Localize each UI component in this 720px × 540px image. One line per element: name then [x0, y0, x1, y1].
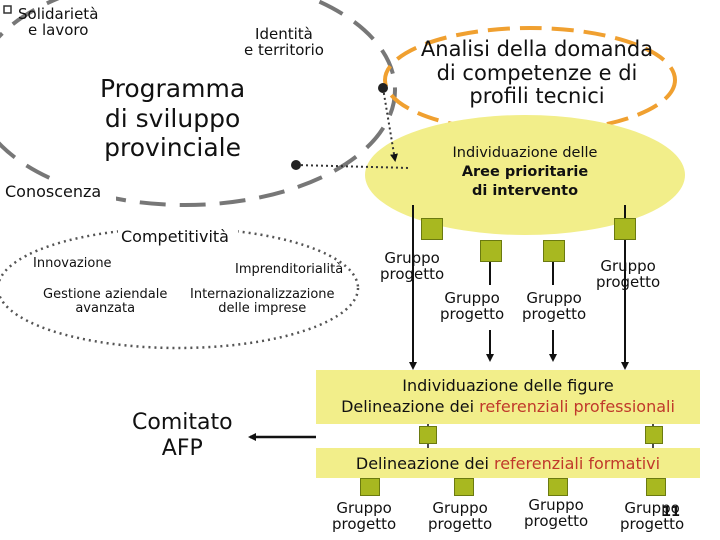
connector-programma-aree — [295, 164, 411, 169]
label-gestione: Gestione aziendale avanzata — [43, 287, 168, 317]
label-analisi: Analisi della domanda di competenze e di… — [420, 37, 654, 109]
aree-line2: Aree prioritarie — [461, 164, 589, 180]
figure-box — [316, 370, 700, 424]
label-innovazione: Innovazione — [33, 256, 112, 271]
competitivita-bg — [118, 225, 238, 249]
identita-bg — [240, 22, 352, 74]
aree-line1: Individuazione delle — [452, 145, 598, 161]
label-internazionalizzazione: Internazionalizzazione delle imprese — [190, 287, 335, 317]
conoscenza-bg — [2, 181, 116, 205]
gruppo-top-3: Gruppo progetto — [522, 289, 587, 324]
gruppo-top-2: Gruppo progetto — [440, 289, 505, 324]
connector-analisi-aree — [382, 87, 398, 162]
square-g1 — [421, 218, 443, 240]
label-solidarieta: Solidarietà e lavoro — [18, 5, 99, 40]
square-g2 — [480, 240, 502, 262]
programma-ellipse — [0, 0, 397, 207]
label-programma: Programma di sviluppo provinciale — [100, 74, 246, 162]
square-b2 — [454, 478, 474, 496]
aree-line3: di intervento — [471, 183, 579, 199]
label-comitato: Comitato AFP — [132, 410, 233, 462]
aree-ellipse — [365, 115, 685, 235]
gruppo-bottom-3: Gruppo progetto — [524, 496, 589, 531]
gruppo-top-1: Gruppo progetto — [380, 249, 445, 284]
connector-dot — [291, 160, 301, 170]
square-b3 — [548, 478, 568, 496]
square-b1 — [360, 478, 380, 496]
square-connector-1 — [419, 426, 437, 444]
gruppo-bottom-1: Gruppo progetto — [332, 499, 397, 534]
figure-line2-prefix: Delineazione dei — [341, 397, 480, 416]
formativi-prefix: Delineazione dei — [355, 454, 494, 473]
label-identita: Identità e territorio — [244, 25, 324, 60]
formativi-box — [316, 448, 700, 478]
square-b4 — [646, 478, 666, 496]
formativi-highlight: referenziali formativi — [493, 454, 661, 473]
page-number: 11 — [662, 505, 681, 520]
figure-line1: Individuazione delle figure — [402, 376, 614, 395]
square-connector-2 — [645, 426, 663, 444]
label-competitivita: Competitività — [121, 227, 229, 246]
gruppo-bottom-4: Gruppo progetto — [620, 499, 685, 534]
gruppo-top-4: Gruppo progetto — [596, 257, 661, 292]
square-g4 — [614, 218, 636, 240]
label-conoscenza: Conoscenza — [5, 182, 102, 201]
slide-bullet-icon — [3, 5, 12, 14]
formativi-line: Delineazione dei referenziali formativi — [316, 455, 700, 472]
figure-line2: Delineazione dei referenziali profession… — [316, 398, 700, 415]
label-imprenditorialita: Imprenditorialità — [235, 262, 344, 277]
figure-line2-highlight: referenziali professionali — [479, 397, 675, 416]
connector-dot-2 — [378, 83, 388, 93]
gruppo-bottom-2: Gruppo progetto — [428, 499, 493, 534]
square-g3 — [543, 240, 565, 262]
